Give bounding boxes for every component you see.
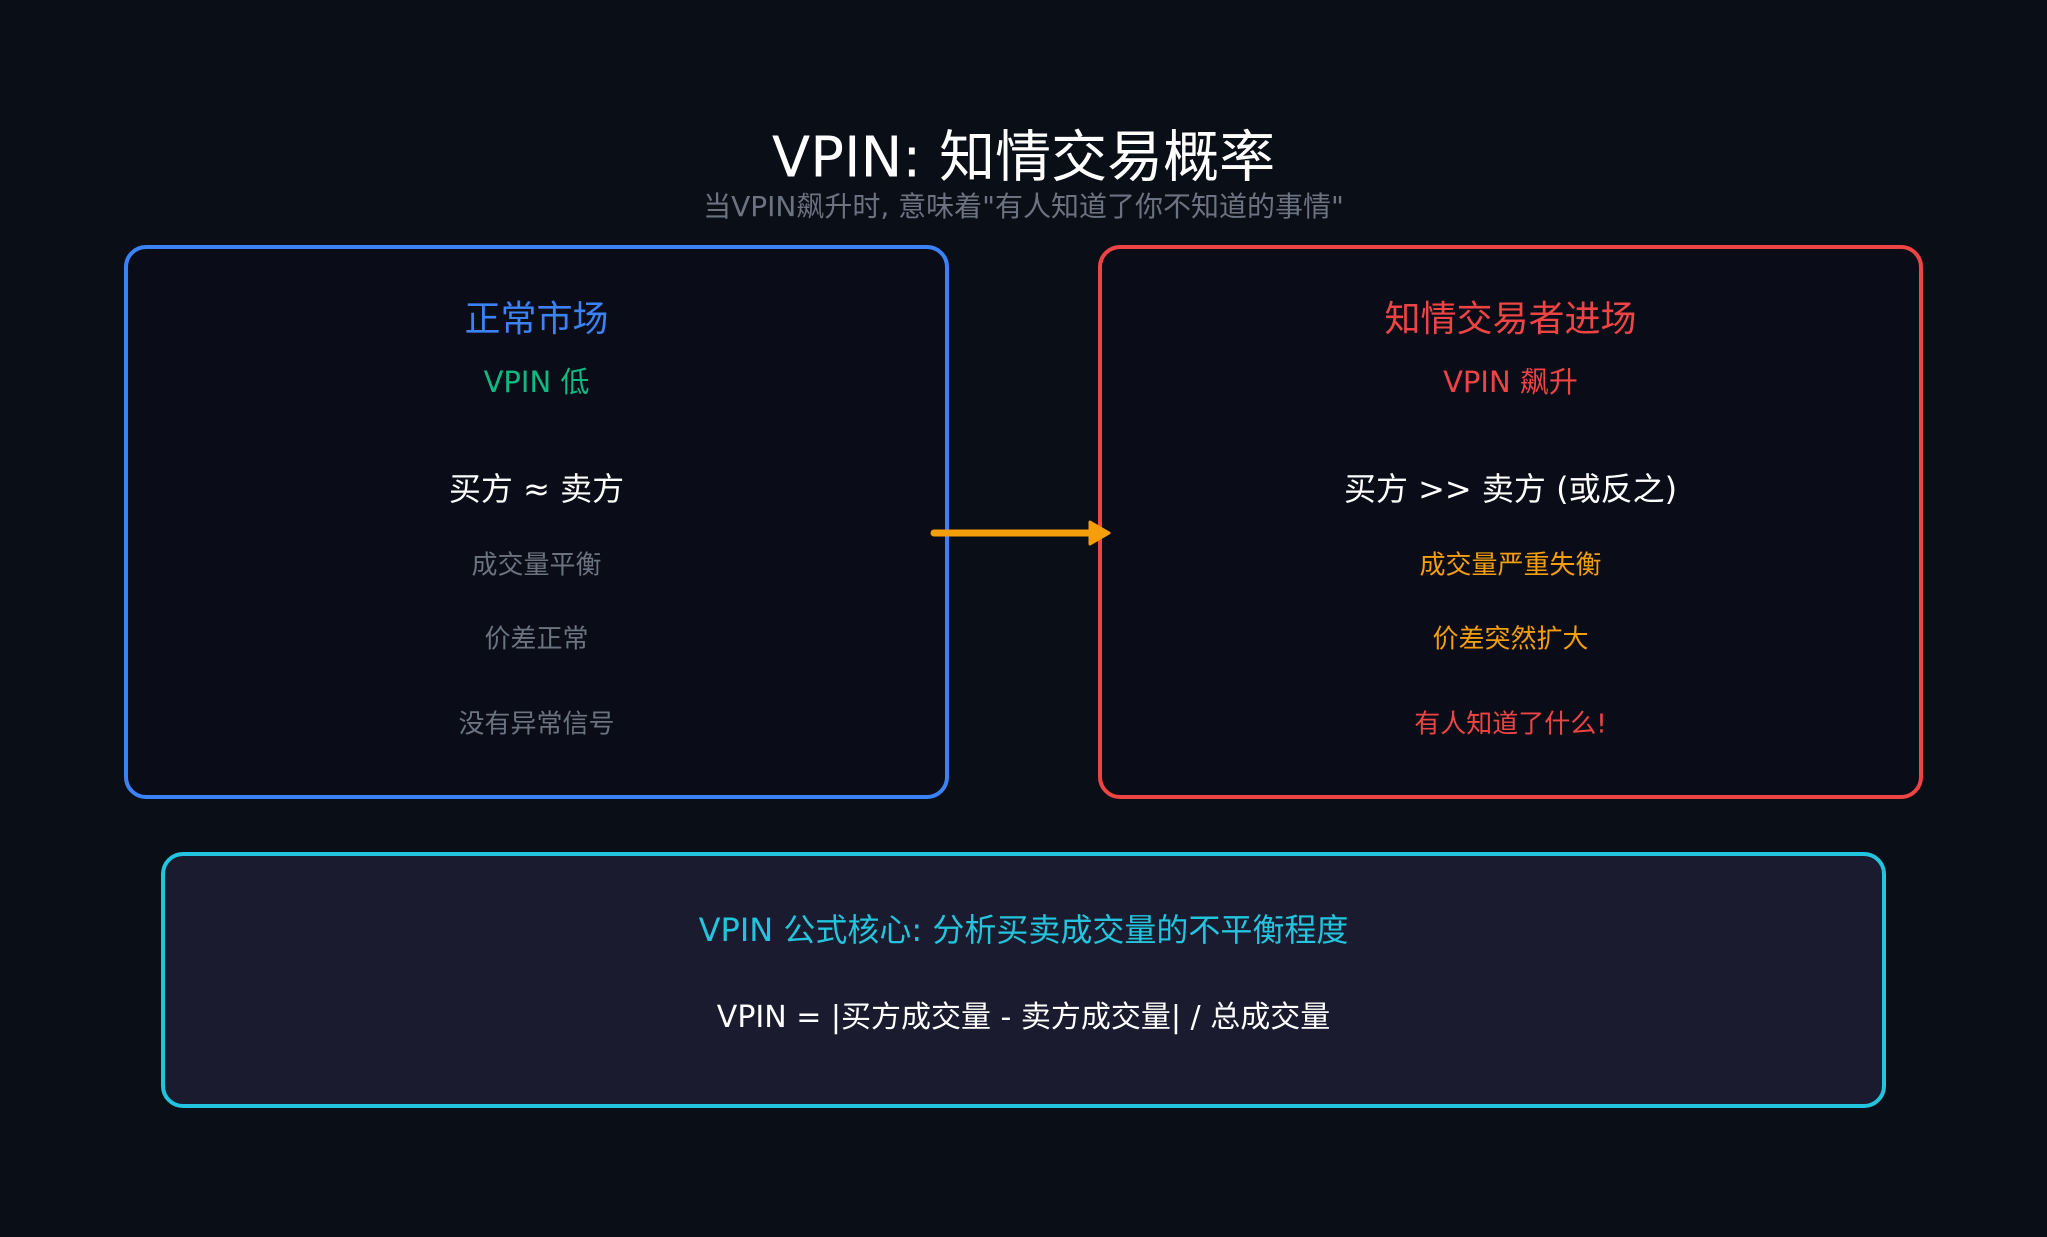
normal-market-heading: 正常市场: [464, 299, 609, 340]
normal-point: 没有异常信号: [458, 709, 615, 740]
page-title: VPIN: 知情交易概率: [771, 125, 1276, 191]
normal-relation: 买方 ≈ 卖方: [448, 470, 625, 508]
page-subtitle: 当VPIN飙升时, 意味着"有人知道了你不知道的事情": [703, 190, 1344, 223]
arrow-head-icon: [1088, 520, 1111, 546]
normal-point: 成交量平衡: [471, 550, 602, 581]
formula-panel: VPIN 公式核心: 分析买卖成交量的不平衡程度 VPIN = |买方成交量 -…: [161, 852, 1886, 1108]
informed-point: 成交量严重失衡: [1419, 550, 1602, 581]
informed-market-panel: 知情交易者进场 VPIN 飙升 买方 >> 卖方 (或反之) 成交量严重失衡 价…: [1098, 245, 1923, 799]
informed-market-heading: 知情交易者进场: [1384, 299, 1637, 340]
formula-heading: VPIN 公式核心: 分析买卖成交量的不平衡程度: [698, 911, 1349, 949]
normal-vpin-status: VPIN 低: [483, 365, 590, 399]
informed-point: 价差突然扩大: [1432, 624, 1589, 655]
formula-equation: VPIN = |买方成交量 - 卖方成交量| / 总成交量: [716, 1000, 1331, 1035]
informed-point: 有人知道了什么!: [1414, 709, 1607, 740]
informed-vpin-status: VPIN 飙升: [1443, 365, 1578, 399]
informed-relation: 买方 >> 卖方 (或反之): [1343, 470, 1678, 508]
normal-point: 价差正常: [484, 624, 589, 655]
normal-market-panel: 正常市场 VPIN 低 买方 ≈ 卖方 成交量平衡 价差正常 没有异常信号: [124, 245, 949, 799]
